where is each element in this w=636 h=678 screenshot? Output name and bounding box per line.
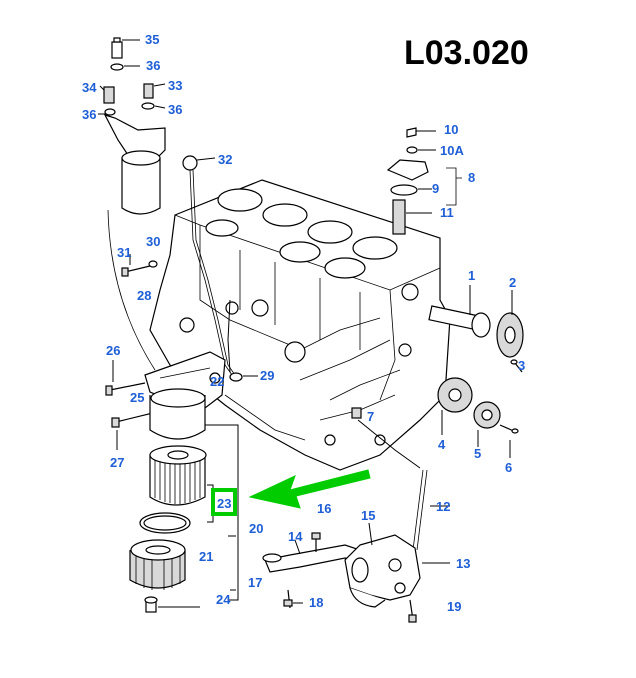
sender-unit-34 <box>99 85 115 104</box>
sender-unit-33 <box>141 83 166 110</box>
callout-10: 10 <box>444 122 458 137</box>
sprocket-4 <box>437 377 473 435</box>
bolt-31 <box>121 254 158 277</box>
callout-22: 22 <box>210 374 224 389</box>
callout-5: 5 <box>474 446 481 461</box>
seal-plate <box>496 290 524 358</box>
callout-23: 23 <box>217 496 231 511</box>
filter-o-ring <box>139 512 191 534</box>
leader-dashes <box>228 535 236 591</box>
callout-16: 16 <box>317 501 331 516</box>
callout-24: 24 <box>216 592 231 607</box>
bolt-19 <box>408 599 417 623</box>
callout-31: 31 <box>117 245 131 260</box>
callout-30: 30 <box>146 234 160 249</box>
callout-8: 8 <box>468 170 475 185</box>
housing-bracket <box>205 424 239 601</box>
callout-28: 28 <box>137 288 151 303</box>
callout-29: 29 <box>260 368 274 383</box>
callout-12: 12 <box>436 499 450 514</box>
callout-4: 4 <box>438 437 446 452</box>
oil-pressure-switch <box>110 37 140 71</box>
callout-2: 2 <box>509 275 516 290</box>
callout-34: 34 <box>82 80 97 95</box>
speedo-drive <box>386 127 462 235</box>
callout-18: 18 <box>309 595 323 610</box>
bolt-26-25 <box>105 360 146 396</box>
callout-25: 25 <box>130 390 144 405</box>
callout-9: 9 <box>432 181 439 196</box>
callout-17: 17 <box>248 575 262 590</box>
lead-7-12 <box>357 419 421 469</box>
oil-filter-element <box>149 445 207 506</box>
drain-plug-24 <box>144 596 200 613</box>
diagram-title: L03.020 <box>404 34 529 72</box>
engine-block <box>149 179 451 471</box>
callout-36-b: 36 <box>168 102 182 117</box>
dipstick-tube-12 <box>412 469 450 551</box>
screw-3 <box>510 359 523 373</box>
oil-cooler-housing <box>98 108 166 371</box>
callout-36-c: 36 <box>82 107 96 122</box>
lead-dipstick <box>227 299 231 373</box>
callout-14: 14 <box>288 529 303 544</box>
callout-19: 19 <box>447 599 461 614</box>
sprocket-5 <box>473 401 519 458</box>
callout-32: 32 <box>218 152 232 167</box>
highlight-arrow <box>248 469 371 509</box>
callout-3: 3 <box>518 358 525 373</box>
callout-11: 11 <box>440 205 454 220</box>
filter-housing-bowl <box>149 388 206 440</box>
callout-1: 1 <box>468 268 475 283</box>
plug-7 <box>351 407 362 419</box>
callout-6: 6 <box>505 460 512 475</box>
pickup-pipe-14 <box>262 539 361 573</box>
callout-21: 21 <box>199 549 213 564</box>
callout-27: 27 <box>110 455 124 470</box>
bolt-18 <box>283 589 303 609</box>
oil-pump-13 <box>344 522 450 608</box>
callout-20: 20 <box>249 521 263 536</box>
callout-36-a: 36 <box>146 58 160 73</box>
callout-33: 33 <box>168 78 182 93</box>
filter-cap <box>129 539 186 590</box>
callout-35: 35 <box>145 32 159 47</box>
callout-10a: 10A <box>440 143 464 158</box>
highlight-box <box>211 488 237 516</box>
callout-26: 26 <box>106 343 120 358</box>
bolt-16 <box>311 532 321 552</box>
crank-seal-assembly <box>428 285 491 338</box>
callout-7: 7 <box>367 409 374 424</box>
callout-13: 13 <box>456 556 470 571</box>
callout-15: 15 <box>361 508 375 523</box>
